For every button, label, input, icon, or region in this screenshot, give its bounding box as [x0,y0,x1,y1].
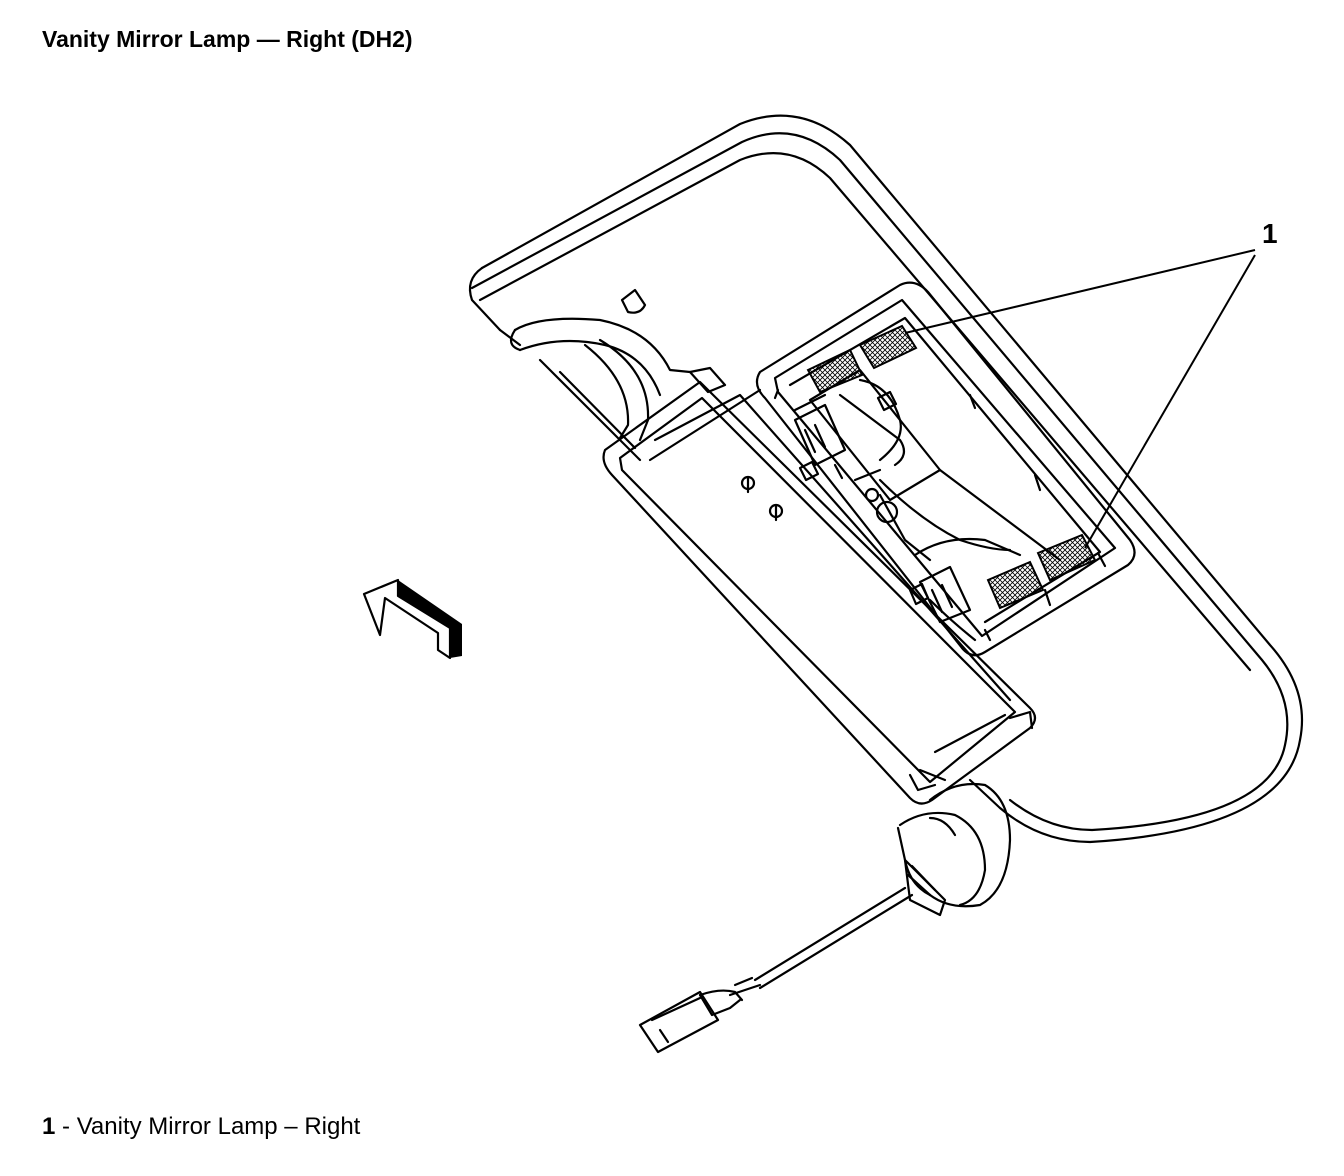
lamp-lens-upper-left [806,348,864,394]
lamp-circuit [808,368,1107,642]
lamp-lens-lower-right [1036,533,1097,582]
sun-visor-housing [468,114,1304,844]
lamp-lens-upper-right [858,324,918,370]
page-title: Vanity Mirror Lamp — Right (DH2) [42,26,413,52]
callout-1: 1 [1262,218,1278,249]
legend-number: 1 [42,1113,56,1140]
lamp-lens-lower-left [986,560,1045,610]
legend-text: Vanity Mirror Lamp – Right [76,1113,361,1140]
visor-hinge-arm [509,288,692,462]
callout-leaders [904,249,1256,549]
mirror-cover-panel [602,366,1037,805]
legend-separator: - [55,1113,77,1140]
direction-arrow [362,578,462,660]
vanity-mirror-lamps [806,324,1097,610]
mounting-posts [740,475,784,522]
bulb-sockets [793,390,972,624]
lamp-harness [638,782,1012,1054]
legend-item-1: 1 - Vanity Mirror Lamp – Right [42,1113,360,1141]
